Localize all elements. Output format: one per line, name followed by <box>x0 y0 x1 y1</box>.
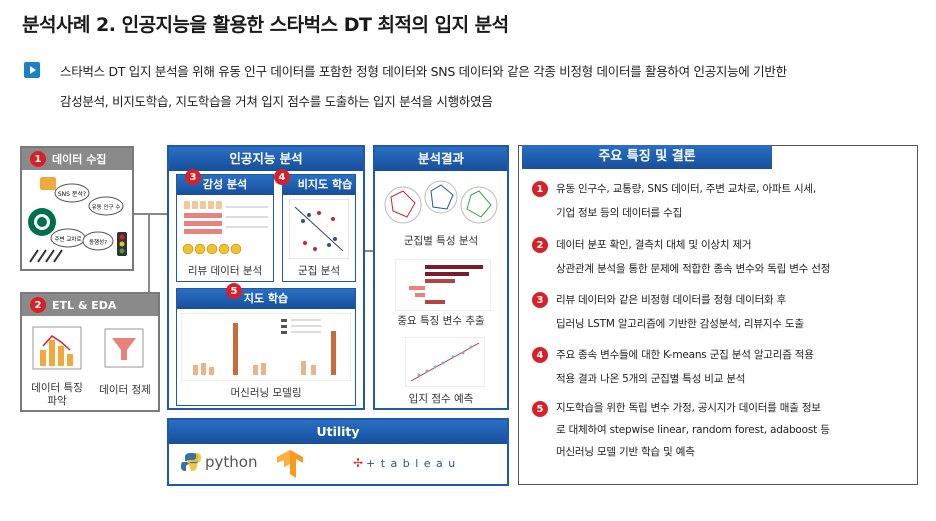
summary-line: 데이터 분포 확인, 결측치 대체 및 이상치 제거 <box>556 239 752 251</box>
play-icon <box>24 62 40 78</box>
etl-cleansing-caption: 데이터 정제 <box>99 384 151 396</box>
etl-eda-header: 2 ETL & EDA <box>22 294 158 316</box>
summary-line: 로 대체하여 stepwise linear, random forest, a… <box>556 424 830 436</box>
summary-line: 기업 정보 등의 데이터를 수집 <box>556 207 683 219</box>
bubble-intersection: 주변 교차로 <box>54 235 81 243</box>
unsupervised-panel: 비지도 학습 군집 분석 <box>282 174 356 282</box>
bubble-population: 유동 인구 수 <box>92 204 121 211</box>
step-badge: 4 <box>532 347 548 363</box>
cluster-scatter-thumbnail <box>289 199 349 259</box>
python-logo-icon <box>181 453 201 471</box>
summary-item: 1 유동 인구수, 교통량, SNS 데이터, 주변 교차로, 아파트 시세, 기… <box>532 177 912 225</box>
data-collection-label: 데이터 수집 <box>52 153 107 166</box>
radar-charts-thumbnail <box>384 180 498 224</box>
bar-chart-icon <box>32 326 82 370</box>
etl-eda-panel: 2 ETL & EDA 데이터 특징 파악 데이터 정제 <box>20 292 160 412</box>
intro-line-1: 스타벅스 DT 입지 분석을 위해 유동 인구 데이터를 포함한 정형 데이터와… <box>60 64 787 79</box>
utility-panel: Utility python ✢ + t a b l e a u <box>167 418 509 486</box>
step-badge: 2 <box>30 297 46 313</box>
summary-header: 주요 특징 및 결론 <box>522 145 772 169</box>
sentiment-thumbnail <box>182 201 268 255</box>
utility-header: Utility <box>169 420 507 444</box>
data-collection-illustration: SNS 분석? 유동 인구 수 주변 교차로 동행성? <box>28 177 127 263</box>
bubble-traffic: 동행성? <box>89 238 107 246</box>
step-badge: 1 <box>30 151 46 167</box>
summary-line: 딥러닝 LSTM 알고리즘에 기반한 감성분석, 리뷰지수 도출 <box>556 318 804 330</box>
tensorflow-logo-icon <box>277 450 303 478</box>
model-chart-thumbnail <box>181 313 351 381</box>
step-badge: 2 <box>532 237 548 253</box>
summary-line: 유동 인구수, 교통량, SNS 데이터, 주변 교차로, 아파트 시세, <box>556 183 817 195</box>
results-header: 분석결과 <box>375 147 507 171</box>
page-title: 분석사례 2. 인공지능을 활용한 스타벅스 DT 최적의 입지 분석 <box>22 14 509 36</box>
filter-funnel-icon <box>104 328 144 368</box>
summary-line: 주요 종속 변수들에 대한 K-means 군집 분석 알고리즘 적용 <box>556 349 814 361</box>
results-feature-caption: 중요 특징 변수 추출 <box>397 315 485 327</box>
step-badge: 1 <box>532 181 548 197</box>
sentiment-caption: 리뷰 데이터 분석 <box>187 265 263 277</box>
step-badge: 3 <box>185 169 201 185</box>
results-panel: 분석결과 군집별 특성 분석 중요 특징 변수 추출 입지 점수 예측 <box>373 145 509 410</box>
step-badge: 5 <box>532 401 548 417</box>
bubble-sns: SNS 분석? <box>58 190 86 198</box>
summary-line: 머신러닝 모델 기반 학습 및 예측 <box>556 446 695 458</box>
prediction-scatter-thumbnail <box>405 337 485 387</box>
results-prediction-caption: 입지 점수 예측 <box>408 393 474 405</box>
results-cluster-caption: 군집별 특성 분석 <box>403 235 479 247</box>
unsupervised-header: 비지도 학습 <box>283 175 355 195</box>
feature-importance-thumbnail <box>395 259 491 311</box>
step-badge: 4 <box>274 169 290 185</box>
python-label: python <box>205 453 258 471</box>
summary-line: 리뷰 데이터와 같은 비정형 데이터를 정형 데이터화 후 <box>556 294 787 306</box>
supervised-header: 지도 학습 <box>177 289 355 309</box>
summary-line: 지도학습을 위한 독립 변수 가정, 공시지가 데이터를 매출 정보 <box>556 402 821 414</box>
tableau-cross-icon: ✢ <box>353 456 364 470</box>
sentiment-header: 감성 분석 <box>177 175 273 195</box>
step-badge: 3 <box>532 292 548 308</box>
etl-eda-label: ETL & EDA <box>52 298 117 312</box>
data-collection-header: 1 데이터 수집 <box>22 148 132 170</box>
etl-feature-caption: 데이터 특징 파악 <box>31 382 83 407</box>
sentiment-panel: 감성 분석 리뷰 데이터 분석 <box>176 174 274 282</box>
ai-analysis-header: 인공지능 분석 <box>169 147 363 171</box>
intro-line-2: 감성분석, 비지도학습, 지도학습을 거쳐 입지 점수를 도출하는 입지 분석을… <box>60 94 493 109</box>
supervised-panel: 지도 학습 머신러닝 모델링 <box>176 288 356 406</box>
step-badge: 5 <box>226 283 242 299</box>
summary-line: 상관관계 분석을 통한 문제에 적합한 종속 변수와 독립 변수 선정 <box>556 263 831 275</box>
tableau-label: + t a b l e a u <box>366 457 457 470</box>
data-collection-panel: 1 데이터 수집 SNS 분석? 유동 인구 수 주변 교차로 동행성? <box>20 146 134 271</box>
unsupervised-caption: 군집 분석 <box>298 265 340 277</box>
supervised-caption: 머신러닝 모델링 <box>230 387 302 399</box>
summary-panel <box>518 145 918 485</box>
summary-line: 적용 결과 나온 5개의 군집별 특성 비교 분석 <box>556 373 746 385</box>
